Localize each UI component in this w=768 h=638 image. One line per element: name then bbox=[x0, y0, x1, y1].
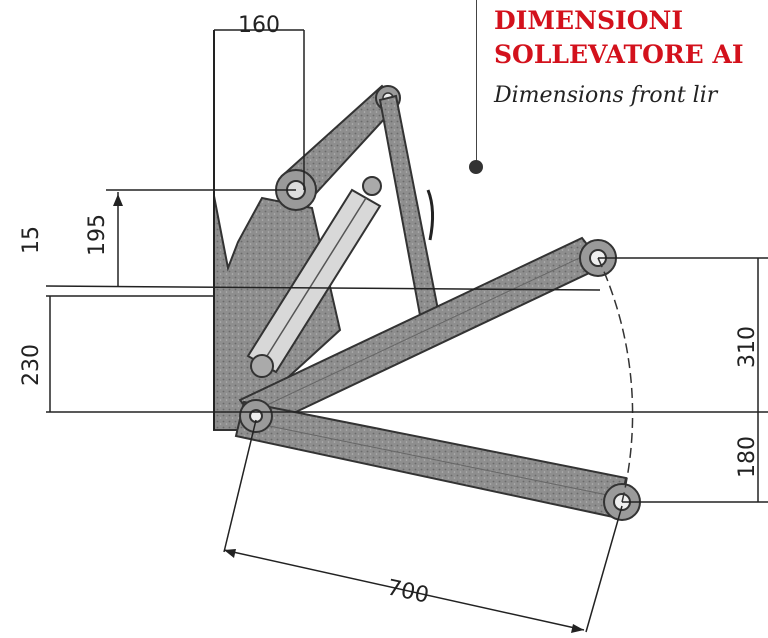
label-lower-height: 230 bbox=[19, 344, 44, 386]
upper-arm bbox=[238, 236, 617, 430]
dim-upper-height bbox=[106, 189, 296, 286]
title-line-1: DIMENSIONI bbox=[494, 6, 684, 35]
vertical-rod bbox=[378, 94, 442, 342]
label-upper-height: 195 bbox=[85, 214, 110, 256]
label-arm-right-lower: 180 bbox=[735, 436, 760, 478]
dim-right bbox=[598, 257, 768, 503]
title-box bbox=[476, 0, 768, 118]
label-upper-gap: 15 bbox=[19, 226, 44, 254]
lower-arm bbox=[234, 399, 641, 521]
dim-lower-height bbox=[46, 296, 768, 413]
swing-arc bbox=[597, 257, 634, 503]
label-arm-length: 700 bbox=[385, 575, 431, 608]
label-arm-right-upper: 310 bbox=[735, 326, 760, 368]
dim-upper-gap bbox=[45, 285, 601, 297]
label-pivot-offset: 160 bbox=[238, 13, 280, 38]
callout-line bbox=[476, 0, 477, 164]
page-title: DIMENSIONI SOLLEVATORE AI bbox=[494, 4, 744, 72]
dim-pivot-offset bbox=[214, 29, 305, 190]
dim-arm-length bbox=[223, 419, 623, 633]
callout-dot bbox=[469, 160, 483, 174]
title-line-2: SOLLEVATORE AI bbox=[494, 40, 744, 69]
page-subtitle: Dimensions front lir bbox=[494, 83, 718, 108]
hydraulic-cylinder bbox=[246, 176, 382, 378]
